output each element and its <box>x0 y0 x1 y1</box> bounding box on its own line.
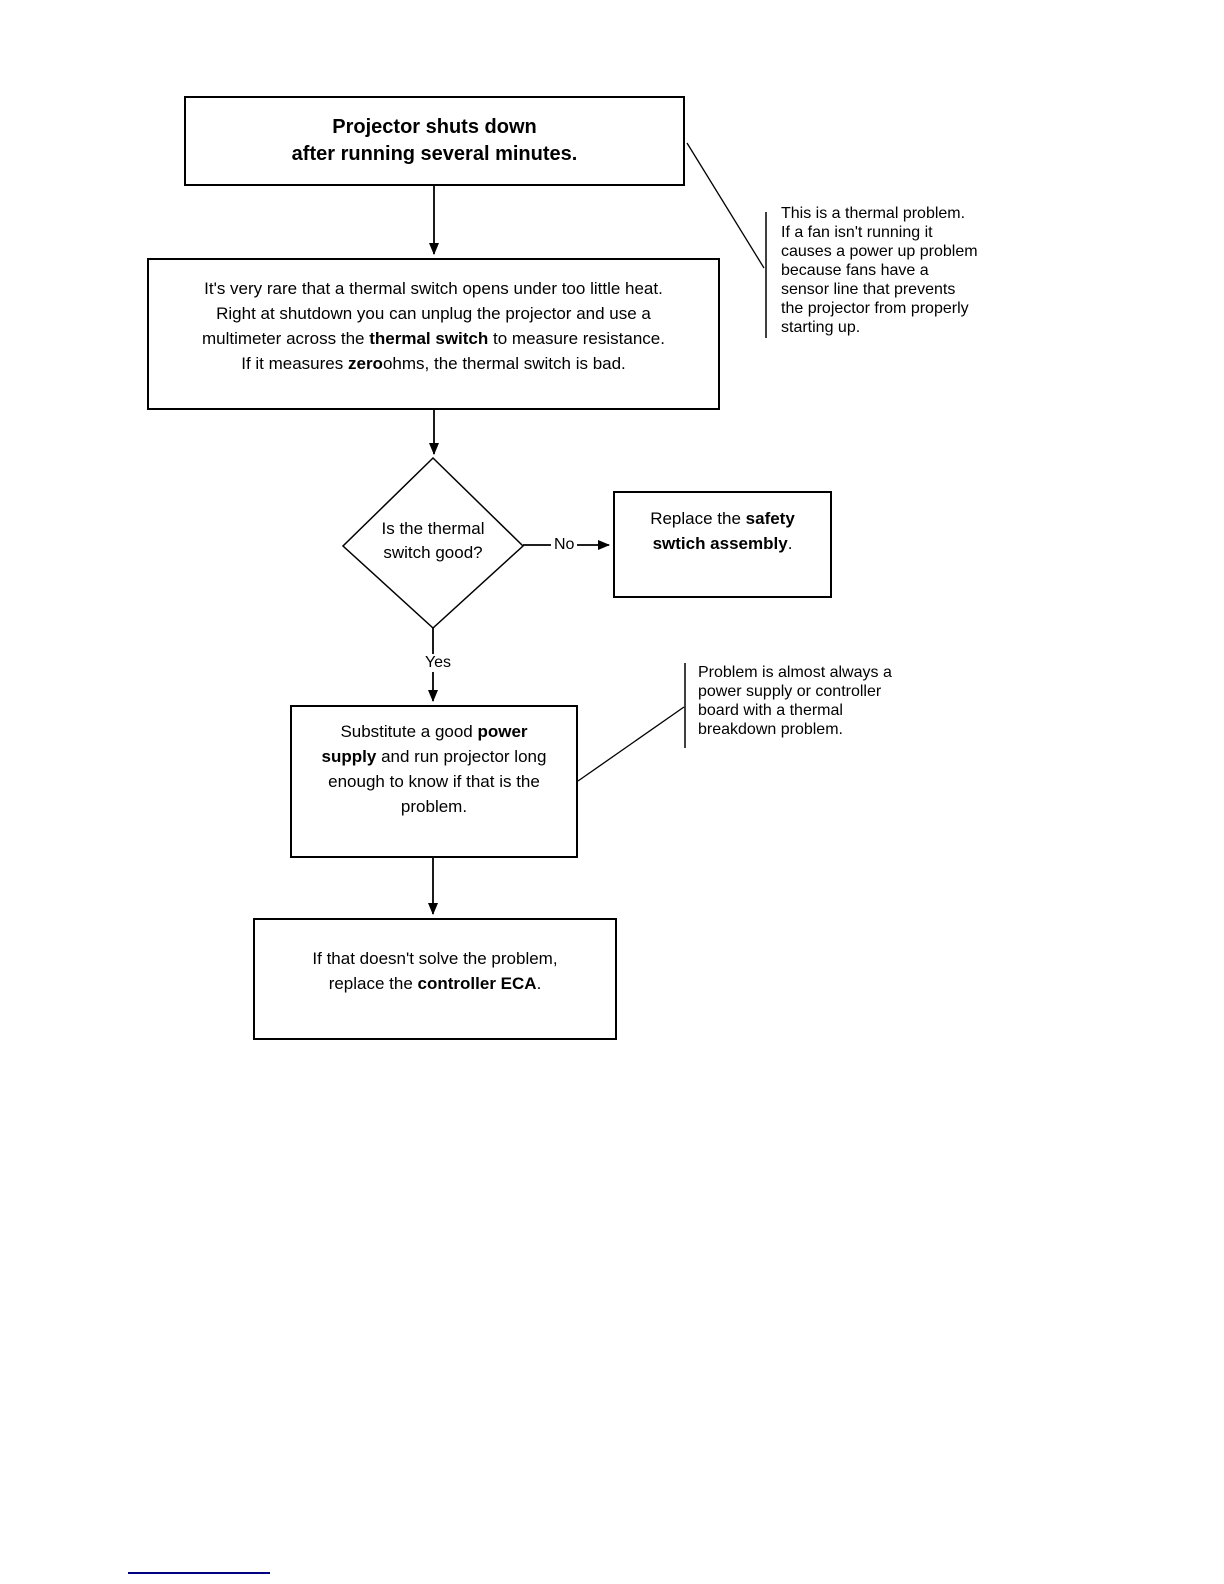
safety-line1: Replace the safety <box>615 506 830 531</box>
thermal-note-line: causes a power up problem <box>781 243 978 260</box>
measure-line3-post: to measure resistance. <box>488 329 665 348</box>
decision-line2: switch good? <box>383 543 483 562</box>
measure-line3-pre: multimeter across the <box>202 329 370 348</box>
eca-line2-post: . <box>536 974 542 993</box>
substitute-line1-pre: Substitute a good <box>340 722 478 741</box>
thermal-note-line: If a fan isn't running it <box>781 224 933 241</box>
start-node-line1: Projector shuts down <box>332 116 537 138</box>
measure-line4-pre: If it measures <box>241 354 348 373</box>
safety-line1-bold: safety <box>745 509 795 528</box>
yes-edge-label: Yes <box>414 654 462 672</box>
substitute-power-supply-node: Substitute a good power supply and run p… <box>290 705 578 858</box>
safety-line2: swtich assembly. <box>615 531 830 556</box>
psu-note-line: Problem is almost always a <box>698 664 892 681</box>
eca-line2-pre: replace the <box>328 974 418 993</box>
substitute-line1-bold: power <box>477 722 528 741</box>
substitute-line2: supply and run projector long <box>292 744 576 769</box>
substitute-line3: enough to know if that is the <box>328 772 540 791</box>
start-node: Projector shuts down after running sever… <box>184 96 685 186</box>
safety-line2-bold: swtich assembly <box>652 534 788 553</box>
measure-line3-bold: thermal switch <box>369 329 489 348</box>
safety-line2-post: . <box>787 534 793 553</box>
decision-line1: Is the thermal <box>381 519 485 538</box>
measure-line4: If it measures zeroohms, the thermal swi… <box>149 351 718 376</box>
measure-resistance-node: It's very rare that a thermal switch ope… <box>147 258 720 410</box>
measure-line4-post: ohms, the thermal switch is bad. <box>382 354 626 373</box>
thermal-note-line: This is a thermal problem. <box>781 205 966 222</box>
eca-line1: If that doesn't solve the problem, <box>312 949 558 968</box>
psu-note-pointer-line <box>577 706 685 782</box>
thermal-note-line: sensor line that prevents <box>781 281 956 298</box>
eca-line2: replace the controller ECA. <box>255 971 615 996</box>
footer-link-underline[interactable] <box>128 1572 270 1574</box>
replace-controller-eca-node: If that doesn't solve the problem, repla… <box>253 918 617 1040</box>
decision-label: Is the thermal switch good? <box>333 517 533 565</box>
psu-note-line: breakdown problem. <box>698 721 843 738</box>
measure-line3: multimeter across the thermal switch to … <box>149 326 718 351</box>
thermal-note-pointer-line <box>686 142 765 269</box>
eca-line2-bold: controller ECA <box>417 974 537 993</box>
substitute-line2-bold: supply <box>321 747 377 766</box>
measure-line1: It's very rare that a thermal switch ope… <box>204 279 663 298</box>
safety-line1-pre: Replace the <box>650 509 746 528</box>
psu-note-line: power supply or controller <box>698 683 882 700</box>
measure-line4-bold: zero <box>347 354 383 373</box>
no-edge-label: No <box>551 536 578 554</box>
start-node-line2: after running several minutes. <box>291 143 578 165</box>
substitute-line1: Substitute a good power <box>292 719 576 744</box>
psu-note: Problem is almost always a power supply … <box>698 663 928 739</box>
psu-note-line: board with a thermal <box>698 702 843 719</box>
thermal-note: This is a thermal problem. If a fan isn'… <box>781 204 1011 337</box>
substitute-line2-post: and run projector long <box>376 747 547 766</box>
measure-line2: Right at shutdown you can unplug the pro… <box>216 304 651 323</box>
decision-diamond <box>341 456 525 630</box>
substitute-line4: problem. <box>400 797 468 816</box>
thermal-note-line: starting up. <box>781 319 861 336</box>
thermal-note-line: because fans have a <box>781 262 929 279</box>
replace-safety-switch-node: Replace the safety swtich assembly. <box>613 491 832 598</box>
thermal-note-line: the projector from properly <box>781 300 969 317</box>
